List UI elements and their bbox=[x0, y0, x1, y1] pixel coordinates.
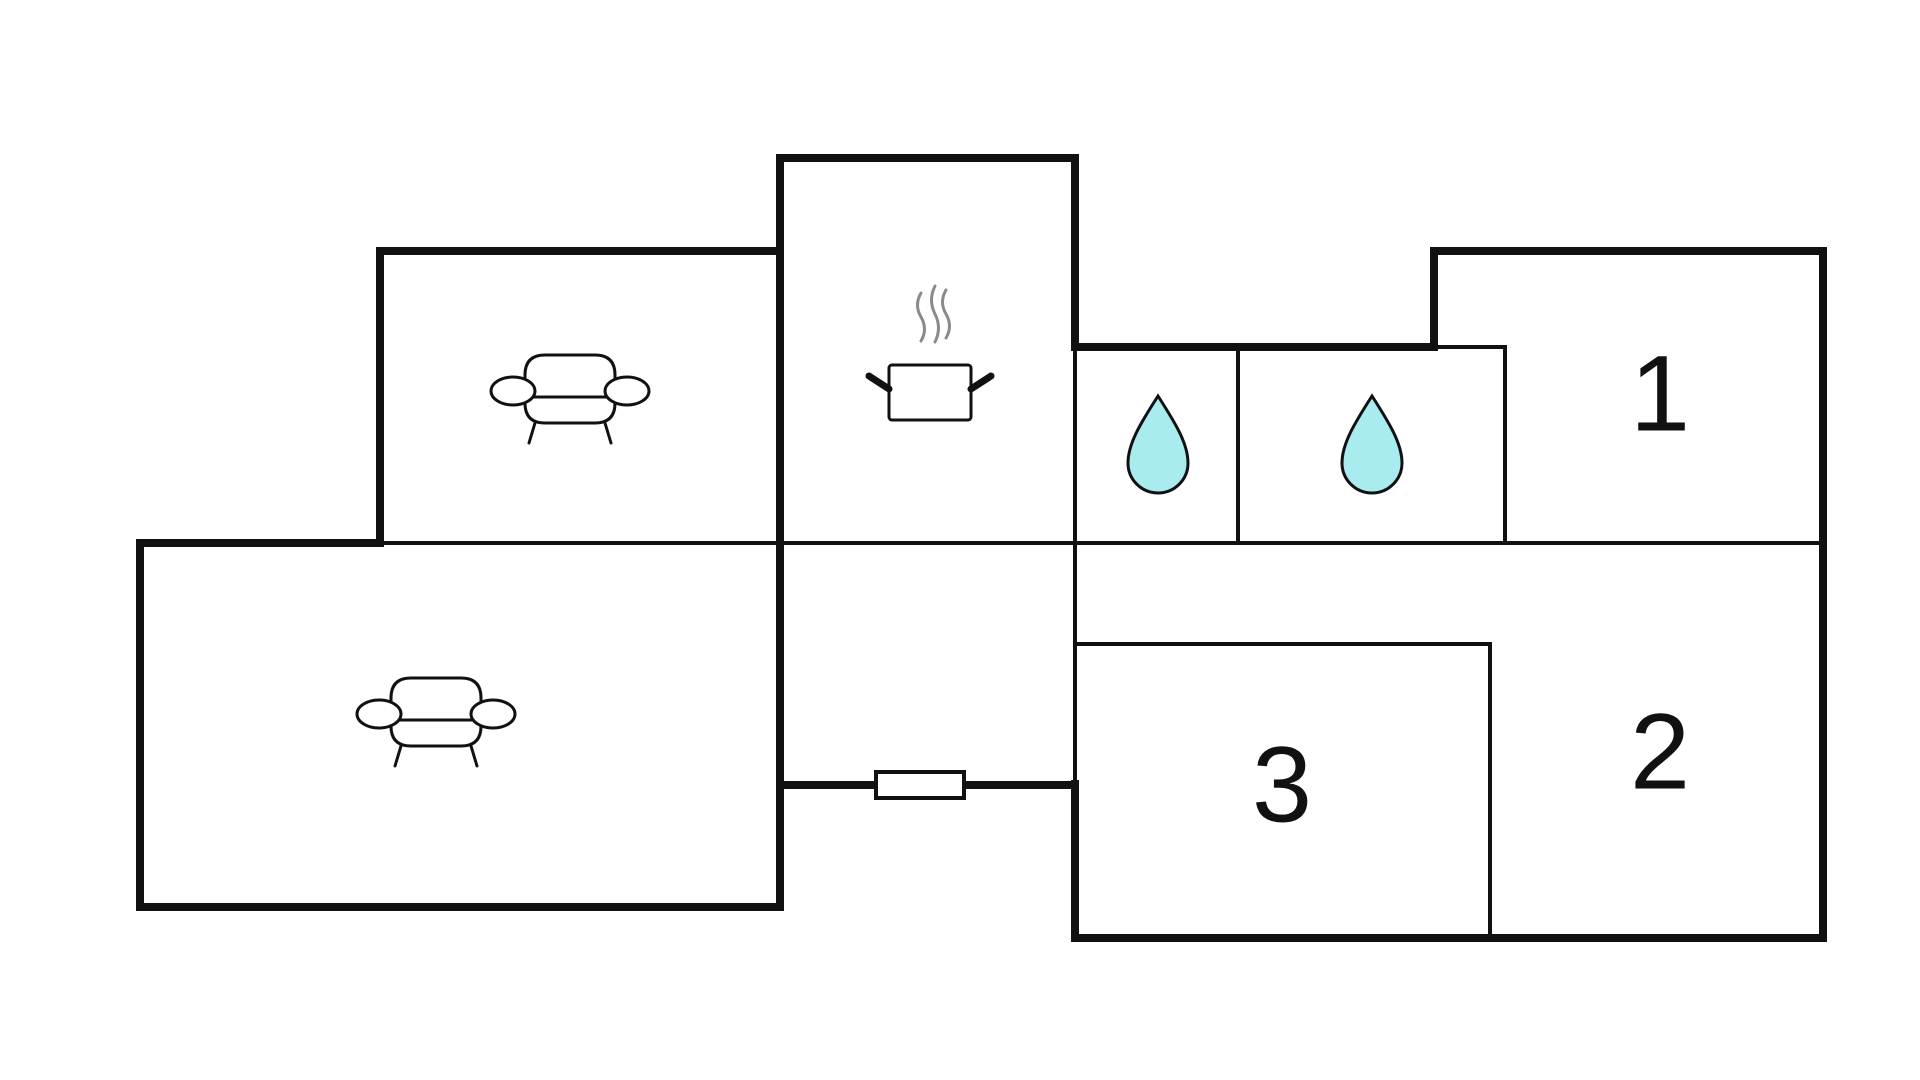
sofa-icon bbox=[489, 353, 651, 445]
kitchen-walls bbox=[776, 154, 1827, 942]
room-number-1: 1 bbox=[1630, 333, 1690, 454]
interior-walls bbox=[378, 249, 1825, 940]
room-number-3: 3 bbox=[1252, 724, 1312, 845]
sofa-icon bbox=[355, 676, 517, 768]
cooking-pot-icon bbox=[865, 284, 995, 422]
water-drop-icon bbox=[1340, 393, 1404, 495]
door-icon bbox=[874, 770, 966, 800]
outer-walls bbox=[136, 154, 1827, 942]
west-wing-walls bbox=[136, 247, 784, 911]
room-number-2: 2 bbox=[1630, 691, 1690, 812]
water-drop-icon bbox=[1126, 393, 1190, 495]
